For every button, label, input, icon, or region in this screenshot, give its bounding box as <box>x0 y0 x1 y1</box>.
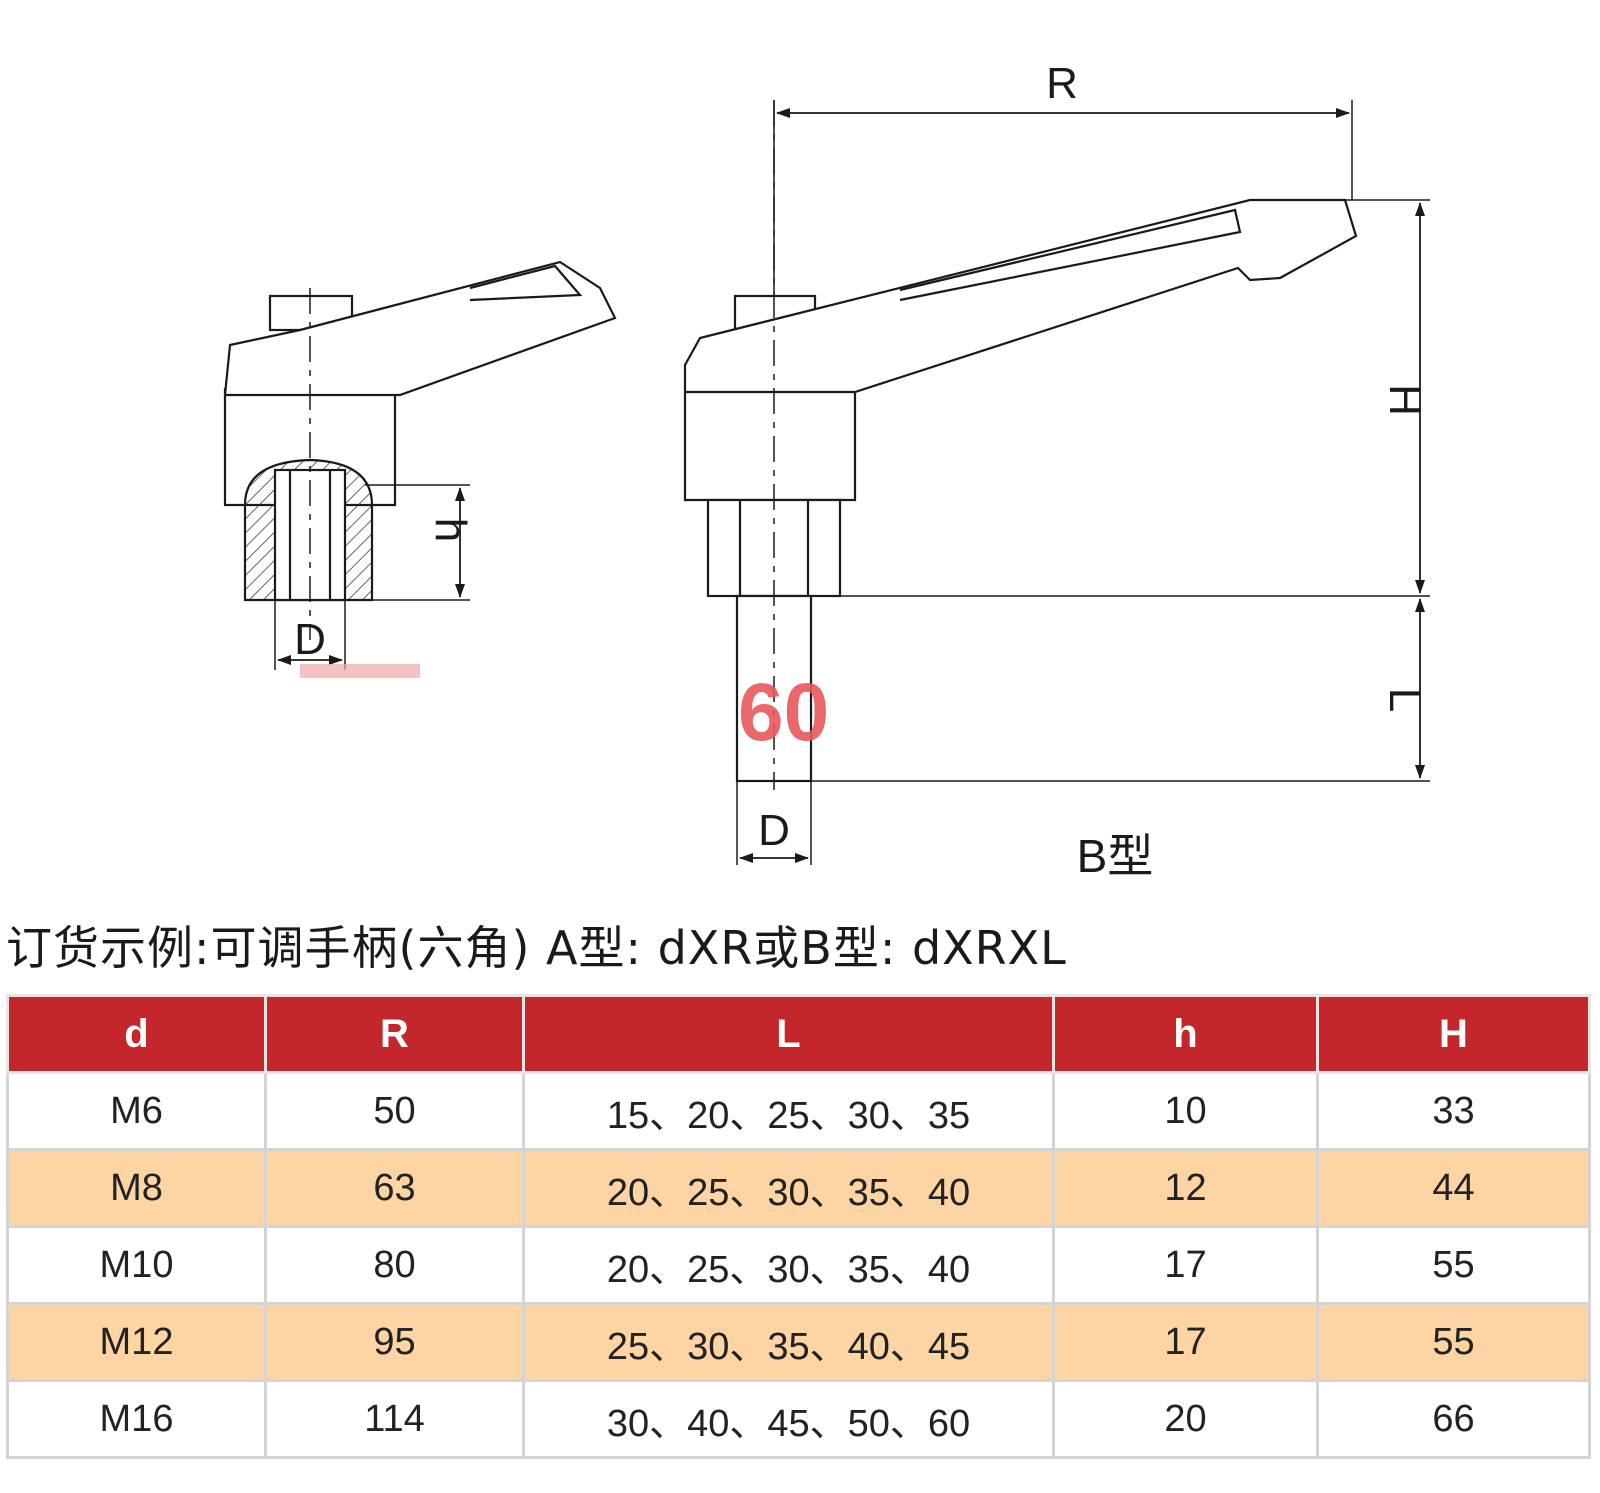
cell-d: M10 <box>6 1225 267 1305</box>
cell-d: M12 <box>6 1302 267 1382</box>
spec-table: d R L h H M6 50 15、20、25、30、35 10 33 M8 … <box>6 994 1591 1459</box>
dim-label-d-left: D <box>294 615 326 664</box>
cell-h-small: 10 <box>1052 1071 1319 1151</box>
cell-h-large: 44 <box>1316 1148 1591 1228</box>
table-row: M12 95 25、30、35、40、45 17 55 <box>6 1302 1591 1382</box>
order-example-caption: 订货示例:可调手柄(六角) A型: dXR或B型: dXRXL <box>6 921 1067 975</box>
dim-label-h: h <box>426 518 475 542</box>
cell-l: 25、30、35、40、45 <box>522 1302 1055 1382</box>
cell-h-small: 17 <box>1052 1302 1319 1382</box>
cell-h-large: 55 <box>1316 1302 1591 1382</box>
cell-l: 20、25、30、35、40 <box>522 1148 1055 1228</box>
header-d: d <box>6 994 267 1074</box>
hub-body-b <box>683 392 857 502</box>
dim-label-h-upper: H <box>1380 384 1429 416</box>
header-h-large: H <box>1316 994 1591 1074</box>
cell-l: 20、25、30、35、40 <box>522 1225 1055 1305</box>
table-header-row: d R L h H <box>6 994 1591 1074</box>
header-l: L <box>522 994 1055 1074</box>
lever-groove-b <box>899 208 1242 302</box>
table-row: M16 114 30、40、45、50、60 20 66 <box>6 1379 1591 1459</box>
cell-l: 15、20、25、30、35 <box>522 1071 1055 1151</box>
dim-label-r: R <box>1046 59 1078 108</box>
handle-type-a-view <box>223 260 617 670</box>
cell-h-small: 17 <box>1052 1225 1319 1305</box>
cell-d: M8 <box>6 1148 267 1228</box>
cell-d: M6 <box>6 1071 267 1151</box>
red-smudge <box>300 664 420 678</box>
lever-groove <box>469 264 583 302</box>
table-row: M8 63 20、25、30、35、40 12 44 <box>6 1148 1591 1228</box>
cell-h-large: 66 <box>1316 1379 1591 1459</box>
cell-r: 50 <box>264 1071 525 1151</box>
cell-h-small: 20 <box>1052 1379 1319 1459</box>
cell-r: 80 <box>264 1225 525 1305</box>
handle-type-b-view <box>683 100 1430 865</box>
cell-d: M16 <box>6 1379 267 1459</box>
lever-outline <box>223 260 617 397</box>
watermark-text: 60 <box>738 667 829 758</box>
cell-r: 95 <box>264 1302 525 1382</box>
table-row: M6 50 15、20、25、30、35 10 33 <box>6 1071 1591 1151</box>
cell-h-small: 12 <box>1052 1148 1319 1228</box>
cell-l: 30、40、45、50、60 <box>522 1379 1055 1459</box>
type-b-label: B型 <box>1077 830 1154 882</box>
technical-drawing: h D R H L D 60 B型 <box>223 59 1430 882</box>
cell-h-large: 33 <box>1316 1071 1591 1151</box>
lever-outline-b <box>683 198 1358 394</box>
header-r: R <box>264 994 525 1074</box>
dim-label-l: L <box>1380 688 1429 712</box>
cell-r: 63 <box>264 1148 525 1228</box>
cell-h-large: 55 <box>1316 1225 1591 1305</box>
cell-r: 114 <box>264 1379 525 1459</box>
dim-label-d-right: D <box>758 806 790 855</box>
table-row: M10 80 20、25、30、35、40 17 55 <box>6 1225 1591 1305</box>
header-h-small: h <box>1052 994 1319 1074</box>
